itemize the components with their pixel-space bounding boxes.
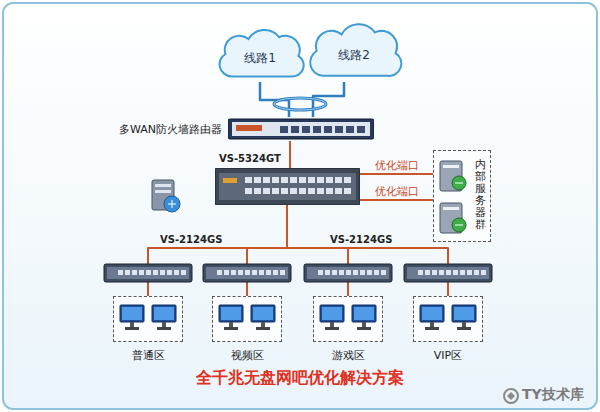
network-link <box>360 173 433 175</box>
access-switch <box>203 264 291 282</box>
cloud-node: 线路2 <box>302 20 406 82</box>
node-label: 视频区 <box>231 348 264 363</box>
node-label: 普通区 <box>132 348 165 363</box>
pc-zone: 普通区 <box>113 296 183 342</box>
server-group: 内部服务器群 <box>433 150 491 242</box>
network-link <box>360 199 433 201</box>
access-switch <box>104 264 192 282</box>
pc-zone: 视频区 <box>212 296 282 342</box>
server-icon <box>152 180 180 212</box>
node-label: VS-5324GT <box>219 153 281 164</box>
network-link <box>289 141 291 168</box>
router-shape <box>228 117 374 141</box>
router-device: 多WAN防火墙路由器 <box>228 117 374 141</box>
pc-icons <box>114 297 184 343</box>
edge-label: 优化端口 <box>374 159 420 172</box>
access-switches <box>104 264 492 282</box>
watermark: TY技术库 <box>522 386 584 404</box>
pc-icons <box>414 297 484 343</box>
pc-zone: VIP区 <box>413 296 483 342</box>
switch-model: VS-2124GS <box>330 234 392 245</box>
node-label: 线路1 <box>244 50 276 67</box>
node-label: VIP区 <box>434 348 462 363</box>
node-label: 多WAN防火墙路由器 <box>119 122 222 137</box>
edge-label: 优化端口 <box>374 185 420 198</box>
access-switch <box>404 264 492 282</box>
watermark-icon <box>503 388 519 404</box>
access-switch <box>304 264 392 282</box>
caption: 全千兆无盘网吧优化解决方案 <box>0 368 600 389</box>
node-label: 游戏区 <box>332 348 365 363</box>
node-label: 线路2 <box>338 47 370 64</box>
switch-model: VS-2124GS <box>160 234 222 245</box>
pc-icons <box>314 297 384 343</box>
pc-icons <box>213 297 283 343</box>
node-label: 内部服务器群 <box>475 159 486 232</box>
pc-zone: 游戏区 <box>313 296 383 342</box>
core-switch: VS-5324GT <box>215 168 360 205</box>
cloud-node: 线路1 <box>212 26 308 82</box>
switch-shape <box>215 168 360 205</box>
